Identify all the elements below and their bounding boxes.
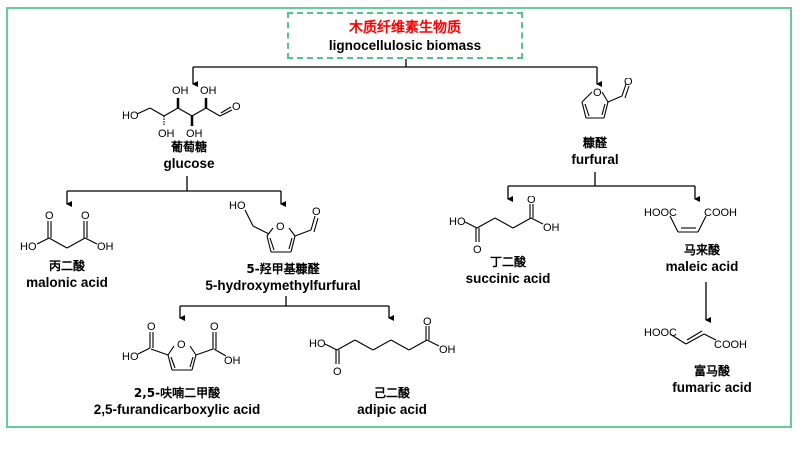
atom-ho: HO — [309, 338, 326, 350]
succinic-acid-name-zh: 丁二酸 — [489, 255, 527, 269]
atom-o: O — [147, 321, 156, 333]
root-name-en: lignocellulosic biomass — [328, 38, 482, 53]
atom-o: O — [527, 196, 536, 206]
furfural-name-en: furfural — [571, 152, 619, 167]
atom-oh: OH — [158, 128, 175, 140]
fdca-structure: O O O HO OH — [122, 321, 241, 371]
fumaric-acid-name-en: fumaric acid — [672, 380, 752, 395]
atom-hooc: HOOC — [644, 327, 677, 339]
glucose-structure: HO OH OH OH OH O — [122, 85, 241, 140]
adipic-acid-structure: HO O O OH — [309, 316, 456, 378]
maleic-acid-label: 马来酸 maleic acid — [666, 243, 739, 275]
fumaric-acid-label: 富马酸 fumaric acid — [672, 364, 752, 396]
atom-ho: HO — [229, 200, 246, 212]
glucose-name-en: glucose — [163, 156, 215, 171]
atom-o: O — [232, 101, 241, 113]
atom-o: O — [81, 210, 90, 222]
malonic-acid-name-en: malonic acid — [26, 275, 108, 290]
atom-o: O — [624, 78, 633, 88]
maleic-acid-name-zh: 马来酸 — [683, 243, 721, 257]
diagram-frame — [6, 7, 792, 428]
fdca-name-zh: 2,5-呋喃二甲酸 — [133, 386, 221, 400]
atom-ring-o: O — [177, 339, 186, 351]
atom-oh: OH — [439, 344, 456, 356]
adipic-acid-name-zh: 己二酸 — [373, 386, 410, 400]
malonic-acid-name-zh: 丙二酸 — [48, 259, 85, 273]
malonic-acid-label: 丙二酸 malonic acid — [26, 259, 108, 291]
glucose-name-zh: 葡萄糖 — [170, 140, 208, 154]
atom-ho: HO — [122, 351, 139, 363]
atom-ho: HO — [449, 216, 466, 228]
maleic-acid-name-en: maleic acid — [665, 259, 739, 274]
glucose-label: 葡萄糖 glucose — [163, 140, 214, 172]
atom-oh: OH — [543, 222, 560, 234]
atom-ho: HO — [122, 110, 139, 122]
atom-oh: OH — [224, 355, 241, 367]
furfural-label: 糠醛 furfural — [571, 136, 618, 168]
atom-o: O — [210, 321, 219, 333]
furfural-structure: O O — [581, 78, 633, 119]
atom-ho: HO — [20, 241, 37, 253]
atom-hooc: HOOC — [644, 207, 677, 219]
succinic-acid-label: 丁二酸 succinic acid — [466, 255, 551, 287]
atom-cooh: COOH — [704, 207, 737, 219]
fdca-label: 2,5-呋喃二甲酸 2,5-furandicarboxylic acid — [94, 386, 261, 418]
atom-cooh: COOH — [714, 339, 747, 351]
malonic-acid-structure: O O HO OH — [20, 210, 114, 253]
hmf-structure: HO O O — [229, 200, 321, 253]
atom-oh: OH — [172, 85, 189, 97]
atom-o: O — [423, 316, 432, 328]
hmf-label: 5-羟甲基糠醛 5-hydroxymethylfurfural — [205, 262, 360, 294]
atom-o: O — [333, 366, 342, 378]
succinic-acid-name-en: succinic acid — [465, 271, 551, 286]
hmf-name-zh: 5-羟甲基糠醛 — [246, 262, 320, 276]
atom-ring-o: O — [276, 221, 285, 233]
fumaric-acid-structure: HOOC COOH — [644, 327, 747, 351]
fdca-name-en: 2,5-furandicarboxylic acid — [93, 402, 261, 417]
atom-oh: OH — [97, 241, 114, 253]
fumaric-acid-name-zh: 富马酸 — [693, 364, 730, 378]
atom-o: O — [312, 206, 321, 218]
atom-ring-o: O — [593, 87, 602, 99]
atom-oh: OH — [186, 128, 203, 140]
root-name-zh: 木质纤维素生物质 — [349, 20, 461, 36]
succinic-acid-structure: HO O O OH — [449, 196, 560, 256]
atom-o: O — [473, 244, 482, 256]
atom-oh: OH — [200, 85, 217, 97]
adipic-acid-name-en: adipic acid — [357, 402, 427, 417]
maleic-acid-structure: HOOC COOH — [644, 207, 737, 233]
hmf-name-en: 5-hydroxymethylfurfural — [205, 278, 361, 293]
atom-o: O — [45, 210, 54, 222]
adipic-acid-label: 己二酸 adipic acid — [357, 386, 427, 418]
root-node-biomass: 木质纤维素生物质 lignocellulosic biomass — [287, 12, 523, 59]
furfural-name-zh: 糠醛 — [582, 136, 607, 150]
